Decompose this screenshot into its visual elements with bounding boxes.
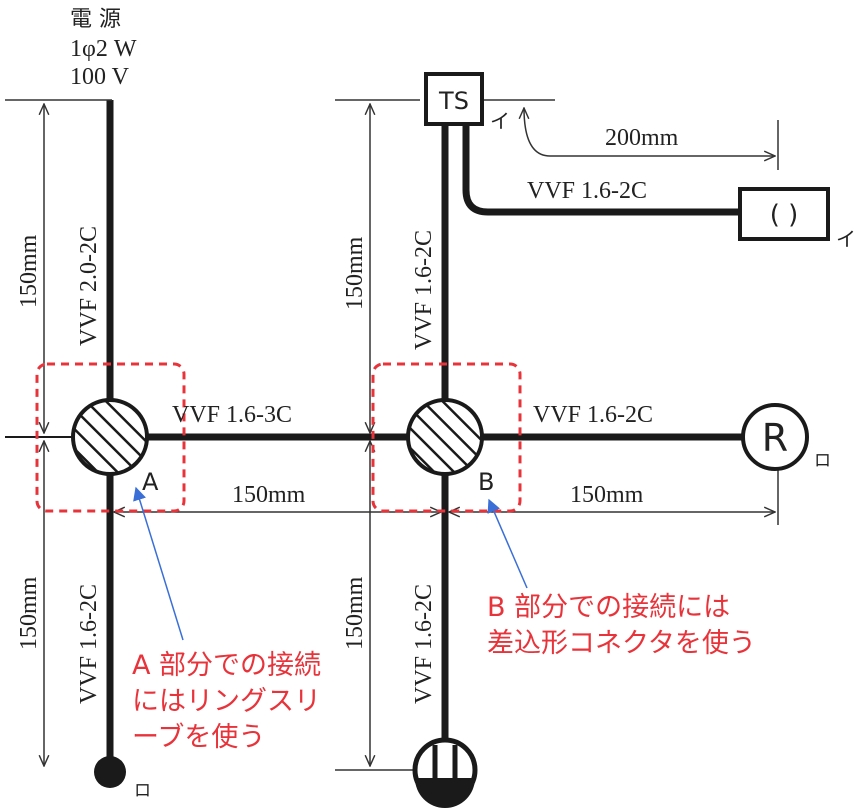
dim-label-middle-upper: 150mm [342,236,368,310]
receptacle-label: R [762,416,788,460]
power-voltage: 100 V [70,64,130,90]
note-a-line1: A 部分での接続 [132,650,321,681]
lamp-symbol: ( ) [770,200,799,230]
terminal-lamp-side: イ [836,227,856,251]
extension-lines [5,99,779,771]
ts-to-lamp-cable [462,122,740,216]
dim-label-middle-lower: 150mm [342,576,368,650]
dim-label-ab: 150mm [232,482,306,508]
cable-label-middle-upper: VVF 1.6-2C [411,230,437,350]
cable-label-main: VVF 2.0-2C [76,226,102,346]
lamp-box [738,187,830,241]
timer-switch-label: TS [438,87,469,115]
terminal-dot [94,756,126,788]
cable-label-left-lower: VVF 1.6-2C [76,584,102,704]
terminal-ts-side: イ [490,109,510,133]
junction-a-box [71,398,149,476]
junction-b-box [406,398,484,476]
timer-switch-box [424,72,484,126]
junction-b-label: B [478,468,494,496]
junction-b-highlight [371,362,522,513]
power-title: 電 源 [70,7,121,32]
dim-label-bR: 150mm [570,482,644,508]
dim-label-left-lower: 150mm [16,576,42,650]
cable-label-bR: VVF 1.6-2C [533,402,653,428]
terminal-left-bottom: ロ [134,781,151,801]
dimension-arrows [44,104,775,766]
note-b-line1: B 部分での接続には [487,592,730,623]
junction-a-highlight [35,362,186,513]
cable-label-middle-lower: VVF 1.6-2C [411,584,437,704]
note-a-line2: にはリングスリ [132,686,321,717]
note-a-line3: ーブを使う [132,722,265,753]
dim-label-ts-lamp: 200mm [605,125,679,151]
junction-a-label: A [142,468,159,496]
power-phase: 1φ2 W [70,36,137,62]
dim-label-left-upper: 150mm [16,234,42,308]
note-b-line2: 差込形コネクタを使う [487,628,756,659]
pointer-a [133,486,184,641]
terminal-receptacle-side: ロ [814,451,831,471]
receptacle-circle [741,403,809,471]
pointer-b [487,498,528,589]
outlet-symbol [412,737,478,808]
cable-label-ts-lamp: VVF 1.6-2C [527,178,647,204]
cable-label-ab: VVF 1.6-3C [172,402,292,428]
